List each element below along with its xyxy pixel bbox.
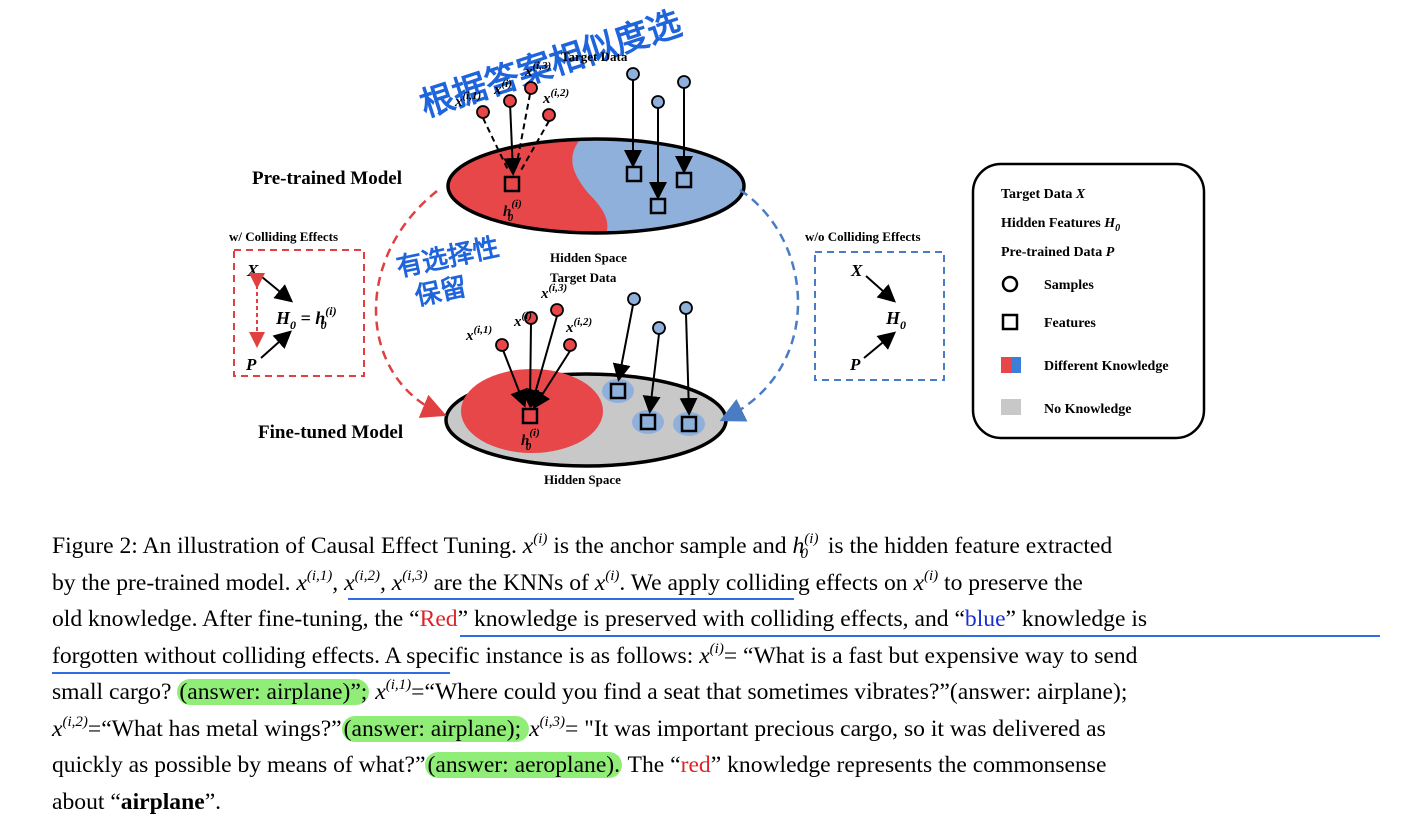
highlight-answer-1: (answer: airplane)”; [177,679,370,705]
caption-line-4: forgotten without colliding effects. A s… [52,638,1382,675]
red-samples-bottom [495,303,577,410]
svg-text:x(i,3): x(i,3) [540,282,567,302]
without-colliding-box [814,251,945,381]
h0-label-top: h(i)0 [503,198,522,224]
pretrained-hidden-space [446,137,746,235]
svg-text:x(i,3): x(i,3) [524,60,551,80]
legend-feature-icon [1001,313,1019,331]
blue-samples-top [624,67,693,215]
left-box-equation: H0 = h(i)0 [275,304,337,332]
sample-x-i3-top [524,81,538,95]
sample-labels-bottom: x(i,1) x(i) x(i,3) x(i,2) [465,282,592,344]
svg-text:Target Data X: Target Data X [1001,187,1086,202]
svg-text:x(i,2): x(i,2) [542,87,569,107]
highlight-answer-2: (answer: airplane); [341,715,530,742]
caption-line-6: x(i,2)=“What has metal wings?”(answer: a… [52,713,1106,742]
caption-line-8: about “airplane”. [52,788,222,815]
legend: Target Data X Hidden Features H0 Pre-tra… [971,162,1206,440]
with-colliding-label: w/ Colliding Effects [229,229,338,244]
svg-text:Different Knowledge: Different Knowledge [1044,359,1169,374]
sample-x-i1-top [476,105,490,119]
svg-text:H0: H0 [885,308,906,332]
svg-text:Samples: Samples [1044,278,1094,293]
svg-text:x(i): x(i) [513,310,532,330]
target-data-label-top: Target Data [561,49,628,64]
pretrained-model-label: Pre-trained Model [252,168,402,189]
svg-text:x(i): x(i) [493,78,512,98]
finetuned-model-label: Fine-tuned Model [258,422,403,443]
underline-knowledge-2 [52,671,450,674]
svg-text:P: P [245,355,257,374]
caption-line-2: by the pre-trained model. x(i,1), x(i,2)… [52,565,1382,602]
svg-text:x(i,1): x(i,1) [454,90,481,110]
sample-x-i2-top [542,108,556,122]
caption-line-1: Figure 2: An illustration of Causal Effe… [52,531,1113,562]
caption-line-3: old knowledge. After fine-tuning, the “R… [52,601,1382,638]
underline-knowledge-1 [460,635,1380,637]
colliding-arrow-red [374,190,447,418]
without-colliding-label: w/o Colliding Effects [805,229,921,244]
legend-sample-icon [1001,275,1019,293]
svg-text:X: X [850,261,863,280]
h0-label-bottom: h(i)0 [521,427,540,453]
legend-blue-swatch [1011,357,1021,373]
svg-text:x(i,1): x(i,1) [465,324,492,344]
sample-x-i-top [503,94,517,108]
highlight-answer-3: (answer: aeroplane). [425,752,623,778]
svg-text:Features: Features [1044,316,1096,331]
caption-line-7: quickly as possible by means of what?”(a… [52,752,1107,778]
legend-grey-swatch [1001,399,1021,415]
underline-knn [348,597,794,600]
hidden-space-label-bottom: Hidden Space [544,472,621,487]
legend-red-swatch [1001,357,1011,373]
sample-labels-top: x(i,1) x(i) x(i,3) x(i,2) [454,60,569,110]
handwritten-note-left: 有选择性 保留 [394,233,502,313]
svg-text:x(i,2): x(i,2) [565,316,592,336]
svg-text:P: P [849,355,861,374]
target-data-label-bottom: Target Data [550,270,617,285]
red-samples-top [476,81,556,176]
no-colliding-arrow-blue [719,188,800,422]
svg-text:No Knowledge: No Knowledge [1044,402,1132,417]
blue-samples-bottom [609,292,698,433]
caption-line-5: small cargo? (answer: airplane)”; x(i,1)… [52,677,1128,705]
feature-h0-top [503,175,521,193]
figure-caption: Figure 2: An illustration of Causal Effe… [52,528,1382,820]
svg-text:Hidden Features H0: Hidden Features H0 [1001,216,1120,234]
causal-effect-tuning-figure: 根据答案相似度选 有选择性 保留 Pre-trained Model Hidde… [229,4,1206,487]
hidden-space-label-top: Hidden Space [550,250,627,265]
with-colliding-box [233,249,365,377]
svg-text:X: X [246,261,259,280]
svg-text:Pre-trained Data P: Pre-trained Data P [1001,245,1115,260]
